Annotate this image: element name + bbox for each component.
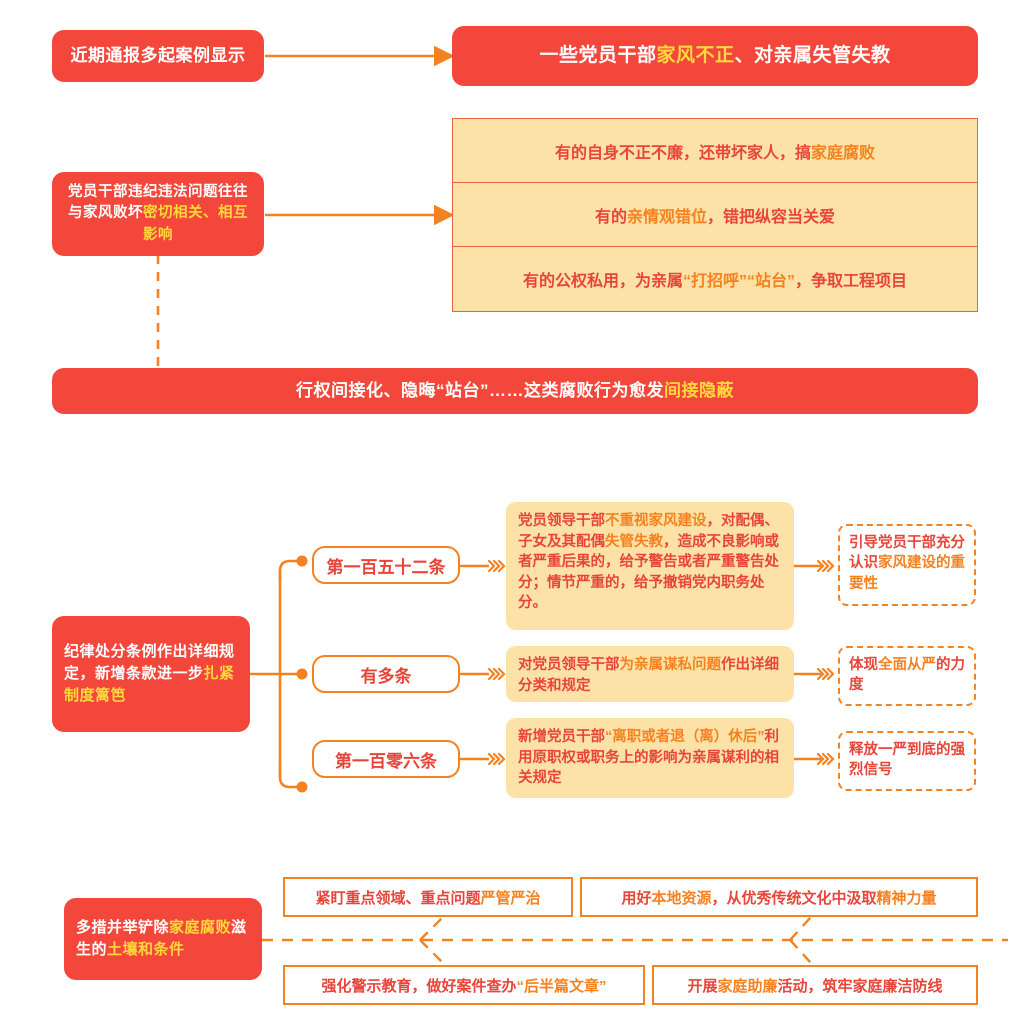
article-pill-label: 有多条 xyxy=(360,666,412,686)
branch-node-dot xyxy=(296,668,308,680)
measure-highlight: “后半篇文章” xyxy=(516,977,607,995)
measure-box-4[interactable]: 开展家庭助廉活动，筑牢家庭廉洁防线 xyxy=(652,965,978,1005)
row-text: 有的自身不正不廉，还带坏家人，搞家庭腐败 xyxy=(554,144,876,162)
measure-box-3[interactable]: 强化警示教育，做好案件查办“后半篇文章” xyxy=(283,965,645,1005)
outcome-highlight: 全面从严 xyxy=(878,657,936,673)
banner-text: 行权间接化、隐晦“站台”……这类腐败行为愈发间接隐蔽 xyxy=(296,380,734,400)
outcome-text: 引导党员干部充分认识家风建设的重要性 xyxy=(849,535,965,592)
measure-box-1[interactable]: 紧盯重点领域、重点问题严管严治 xyxy=(283,877,573,917)
article-pill-106[interactable]: 第一百零六条 xyxy=(312,740,460,778)
indirect-corruption-banner[interactable]: 行权间接化、隐晦“站台”……这类腐败行为愈发间接隐蔽 xyxy=(52,368,978,414)
article-outcome-multiple: 体现全面从严的力度 xyxy=(838,646,976,706)
section3-left-label-text: 纪律处分条例作出详细规定，新增条款进一步扎紧制度篱笆 xyxy=(64,643,235,704)
branch-curve-top xyxy=(278,559,302,583)
section3-left-label[interactable]: 纪律处分条例作出详细规定，新增条款进一步扎紧制度篱笆 xyxy=(52,616,250,732)
detail-highlight: 失管失教 xyxy=(605,533,663,550)
triple-chevron-icon xyxy=(794,752,835,766)
detail-text: 对党员领导干部为亲属谋私问题作出详细分类和规定 xyxy=(518,657,779,694)
triple-chevron-icon xyxy=(459,667,506,681)
source-label-box[interactable]: 近期通报多起案例显示 xyxy=(52,30,264,82)
row-highlight: 家庭腐败 xyxy=(811,144,876,162)
triple-chevron-icon xyxy=(794,559,835,573)
triple-chevron-icon xyxy=(459,752,506,766)
article-detail-152: 党员领导干部不重视家风建设，对配偶、子女及其配偶失管失教，造成不良影响或者严重后… xyxy=(506,502,794,630)
section2-left-highlight: 密切相关、相互影响 xyxy=(143,205,248,243)
detail-text: 新增党员干部“离职或者退（离）休后”利用原职权或职务上的影响为亲属谋利的相关规定 xyxy=(518,729,779,787)
detail-highlight: 为亲属谋私问题 xyxy=(619,657,722,673)
measure-highlight: 严管严治 xyxy=(480,889,541,907)
measure-highlight: 家庭助廉 xyxy=(717,977,778,995)
measure-highlight: 本地资源 xyxy=(651,889,712,907)
article-pill-label: 第一百五十二条 xyxy=(326,557,446,577)
measure-text: 用好本地资源，从优秀传统文化中汲取精神力量 xyxy=(621,889,937,907)
measure-text: 紧盯重点领域、重点问题严管严治 xyxy=(315,889,541,907)
section4-highlight-1: 家庭腐败 xyxy=(169,919,232,937)
section3-left-highlight: 扎紧制度篱笆 xyxy=(64,665,235,704)
article-detail-multiple: 对党员领导干部为亲属谋私问题作出详细分类和规定 xyxy=(506,646,794,702)
branch-curve-bottom xyxy=(278,765,302,789)
article-detail-106: 新增党员干部“离职或者退（离）休后”利用原职权或职务上的影响为亲属谋利的相关规定 xyxy=(506,718,794,798)
measure-box-2[interactable]: 用好本地资源，从优秀传统文化中汲取精神力量 xyxy=(580,877,978,917)
branch-node-dot xyxy=(296,781,308,793)
triple-chevron-icon xyxy=(794,667,835,681)
table-row: 有的亲情观错位，错把纵容当关爱 xyxy=(453,183,977,247)
section4-highlight-2: 土壤和条件 xyxy=(107,941,185,958)
measure-text: 强化警示教育，做好案件查办“后半篇文章” xyxy=(321,977,607,995)
detail-text: 党员领导干部不重视家风建设，对配偶、子女及其配偶失管失教，造成不良影响或者严重后… xyxy=(518,513,779,612)
row-text: 有的公权私用，为亲属“打招呼”“站台”，争取工程项目 xyxy=(522,273,908,290)
detail-highlight: 不重视家风建设 xyxy=(605,513,707,529)
row-highlight: “打招呼”“站台” xyxy=(682,273,795,290)
manifestation-table: 有的自身不正不廉，还带坏家人，搞家庭腐败 有的亲情观错位，错把纵容当关爱 有的公… xyxy=(452,118,978,312)
row-highlight: 亲情观错位 xyxy=(626,208,707,226)
headline-banner[interactable]: 一些党员干部家风不正、对亲属失管失教 xyxy=(452,26,978,86)
section4-left-label[interactable]: 多措并举铲除家庭腐败滋生的土壤和条件 xyxy=(64,898,262,980)
outcome-text: 体现全面从严的力度 xyxy=(849,657,965,694)
article-pill-multiple[interactable]: 有多条 xyxy=(312,655,460,693)
headline-highlight: 家风不正 xyxy=(656,45,735,67)
section4-left-label-text: 多措并举铲除家庭腐败滋生的土壤和条件 xyxy=(76,919,247,958)
triple-chevron-icon xyxy=(459,559,506,573)
article-outcome-106: 释放一严到底的强烈信号 xyxy=(838,731,976,791)
branch-node-dot xyxy=(296,555,308,567)
banner-highlight: 间接隐蔽 xyxy=(664,380,734,400)
article-pill-152[interactable]: 第一百五十二条 xyxy=(312,546,460,584)
outcome-text: 释放一严到底的强烈信号 xyxy=(849,742,965,779)
article-pill-label: 第一百零六条 xyxy=(335,751,437,771)
detail-highlight: “离职或者退（离）休后” xyxy=(605,729,765,745)
measure-highlight-2: 精神力量 xyxy=(876,889,937,907)
section2-left-label-text: 党员干部违纪违法问题往往与家风败坏密切相关、相互影响 xyxy=(68,184,248,243)
table-row: 有的自身不正不廉，还带坏家人，搞家庭腐败 xyxy=(453,119,977,183)
row-text: 有的亲情观错位，错把纵容当关爱 xyxy=(594,208,836,226)
table-row: 有的公权私用，为亲属“打招呼”“站台”，争取工程项目 xyxy=(453,247,977,311)
measure-text: 开展家庭助廉活动，筑牢家庭廉洁防线 xyxy=(687,977,943,995)
source-label-text: 近期通报多起案例显示 xyxy=(70,45,246,65)
article-outcome-152: 引导党员干部充分认识家风建设的重要性 xyxy=(838,524,976,606)
headline-text: 一些党员干部家风不正、对亲属失管失教 xyxy=(539,45,891,67)
outcome-highlight: 家风建设的重要性 xyxy=(849,555,965,592)
section2-left-label[interactable]: 党员干部违纪违法问题往往与家风败坏密切相关、相互影响 xyxy=(52,172,264,256)
